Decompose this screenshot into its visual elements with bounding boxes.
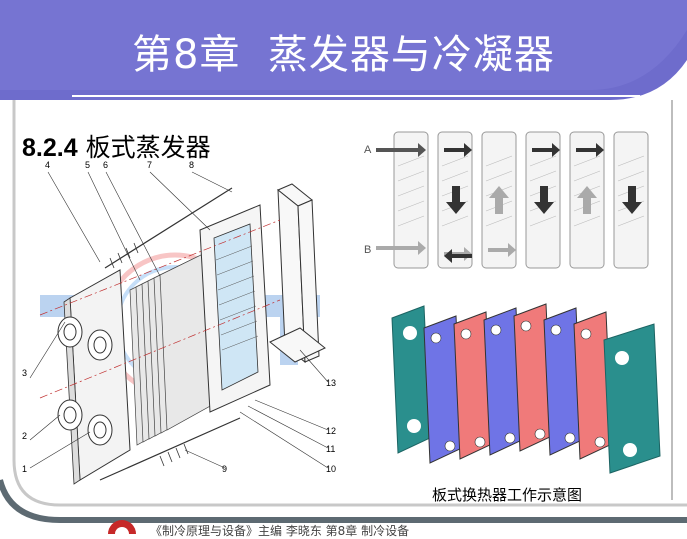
section-title: 板式蒸发器 [85, 133, 211, 162]
tie-rods [99, 187, 241, 481]
part-label-5: 5 [85, 160, 90, 170]
figure-caption: 板式换热器工作示意图 [432, 486, 583, 504]
section-heading: 8.2.4 板式蒸发器 [22, 128, 211, 164]
plate-exchanger-3d-diagram [391, 303, 661, 474]
section-number: 8.2.4 [22, 134, 78, 162]
plate-pack [129, 252, 213, 446]
exploded-evaporator-diagram: 4 5 6 7 8 3 2 1 9 13 12 11 10 [22, 160, 336, 485]
content-frame [0, 100, 687, 523]
header-banner [0, 0, 687, 100]
part-label-4: 4 [45, 160, 50, 170]
plate-stack [423, 303, 613, 464]
part-label-8: 8 [189, 160, 194, 170]
part-label-3: 3 [22, 368, 27, 378]
part-label-13: 13 [326, 378, 336, 388]
part-label-7: 7 [147, 160, 152, 170]
part-label-6: 6 [103, 160, 108, 170]
flow-plates [393, 131, 649, 269]
plate-flow-diagram: A B [364, 131, 649, 269]
slide-footer: 《制冷原理与设备》主编 李晓东 第8章 制冷设备 [150, 524, 410, 538]
inlet-label-b: B [364, 244, 371, 256]
support-column [269, 183, 326, 364]
part-label-9: 9 [222, 464, 227, 474]
part-label-10: 10 [326, 464, 336, 474]
publisher-logo [108, 520, 136, 534]
part-label-2: 2 [22, 431, 27, 441]
inlet-ports [57, 316, 113, 446]
slide-title: 第8章 蒸发器与冷凝器 [132, 32, 555, 78]
part-label-11: 11 [326, 444, 335, 454]
part-label-1: 1 [22, 464, 27, 474]
inlet-label-a: A [364, 144, 372, 156]
part-label-12: 12 [326, 426, 336, 436]
flow-arrows [376, 143, 642, 263]
